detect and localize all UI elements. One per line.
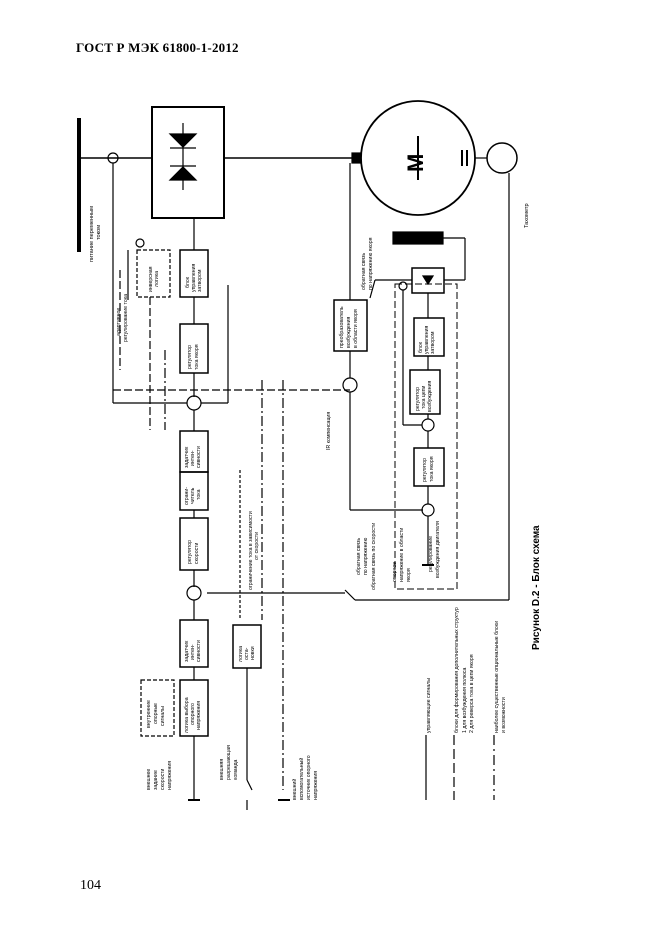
thyristor-icon — [168, 123, 198, 190]
field-coil — [392, 231, 444, 245]
current-reg-label-1: регулятор — [187, 345, 193, 369]
tachometer-icon — [486, 142, 518, 174]
limiter-label-2: читель — [190, 487, 196, 504]
mode-select-label-3: напряжения — [196, 701, 202, 730]
page-number: 104 — [80, 878, 101, 893]
field-gate-label-1: блок — [418, 341, 424, 353]
stop-logic-label-2: оста- — [244, 647, 250, 660]
summing-junction-field-2 — [421, 503, 435, 517]
legend-1-text: управляющие сигналы — [426, 678, 432, 733]
internal-ref-label-2: опорные — [153, 703, 159, 724]
summing-junction-1 — [186, 395, 202, 411]
field-gate-block — [413, 317, 445, 357]
field-reg-label-1: регулирование — [428, 536, 434, 572]
ext-ref-label-2: задание — [153, 770, 159, 790]
voltage-fb-label-1: обратная связь — [356, 538, 362, 575]
limiter-label-1: ограни- — [184, 487, 190, 505]
ext-ref-label-3: скорости — [160, 768, 166, 790]
field-conv-label-1: преобразователь — [339, 306, 345, 348]
ext-enable-label-2: разрешающая — [226, 745, 232, 780]
field-weak-ref-label-1: опорное — [392, 562, 398, 582]
current-reg-label-2: тока якоря — [194, 344, 200, 370]
legend-2-text-3: 2 для реверса тока в цепи якоря — [469, 654, 475, 733]
tachometer-label: Тахометр — [524, 203, 530, 228]
ext-aux-label-4: напряжения — [313, 771, 319, 800]
ext-aux-label-2: вспомогательный — [298, 758, 305, 800]
field-gate-label-3: затвором — [430, 331, 436, 354]
mode-select-label-1: логика выбора — [184, 697, 190, 733]
ramp2-label-3: сивности — [196, 640, 202, 662]
ext-ref-label-1: внешнее — [146, 769, 152, 790]
field-i-reg-label-2: тока цепи — [421, 385, 427, 409]
field-current-reg-label-2: тока якоря — [429, 456, 435, 482]
ramp1-label-1: задатчик — [184, 446, 190, 468]
field-i-reg-label-3: возбуждения — [427, 381, 433, 412]
gate-block-label-1: блок — [185, 276, 191, 288]
supply-label-1: питание переменным — [89, 206, 95, 262]
internal-ref-label-1: внутренние — [146, 700, 152, 728]
adaptive-label-2: регулирование тока — [123, 294, 129, 342]
stop-logic-label-3: новки — [250, 646, 256, 660]
ramp2-label-2: интен- — [190, 644, 196, 660]
field-reg-label-2: возбуждения двигателя — [435, 521, 441, 578]
inverse-logic-block — [136, 249, 171, 298]
field-current-regulator-block — [409, 369, 441, 415]
current-limit-dep-label-2: от скорости — [254, 532, 260, 560]
inverse-logic-label-2: логика — [154, 271, 160, 287]
field-current-reg-label-1: регулятор — [422, 458, 428, 482]
motor-label: M — [403, 154, 428, 172]
arm-voltage-fb-label-2: по напряжению якоря — [368, 237, 374, 290]
ramp2-label-1: задатчик — [184, 640, 190, 662]
limiter-label-3: тока — [196, 489, 202, 500]
legend-2-text-1: блоки для формирования дополнительных ст… — [454, 607, 460, 733]
ir-comp-label: IR компенсация — [326, 412, 332, 450]
summing-junction-field-1 — [421, 418, 435, 432]
stop-logic-label-1: логика — [238, 646, 244, 662]
ramp1-label-3: сивности — [196, 446, 202, 468]
speed-reg-label-2: скорости — [194, 542, 200, 564]
speed-reg-label-1: регулятор — [187, 540, 193, 564]
supply-label-2: током — [96, 225, 102, 240]
ext-aux-label-1: внешний — [291, 779, 298, 800]
legend-3-text-1: наиболее существенные опциональные блоки — [494, 621, 500, 733]
field-conv-label-3: в области якоря — [353, 309, 359, 348]
mode-select-label-2: опорного — [190, 703, 196, 725]
field-regulator-block — [413, 447, 445, 487]
field-i-reg-label-1: регулятор — [415, 387, 421, 411]
ext-enable-label-3: команда — [233, 759, 239, 780]
field-weak-ref-label-3: якоря — [406, 568, 412, 582]
ext-aux-label-3: источник опорного — [306, 755, 312, 800]
thyristor-bridge — [151, 106, 225, 219]
ext-enable-label-1: внешняя — [219, 759, 225, 780]
internal-ref-label-3: сигналы — [160, 706, 166, 726]
ext-ref-label-4: напряжения — [167, 761, 173, 790]
document-header: ГОСТ Р МЭК 61800-1-2012 — [76, 40, 239, 55]
figure-caption: Рисунок D.2 - Блок схема — [531, 525, 542, 650]
field-weak-ref-label-2: напряжение в области — [399, 528, 405, 582]
field-gate-label-2: управления — [424, 326, 430, 354]
gate-block-label-3: затвором — [197, 269, 203, 292]
speed-fb-label: обратная связь по скорости — [371, 523, 377, 590]
legend-3-text-2: и возможности — [501, 697, 507, 733]
field-conv-label-2: возбуждения — [346, 317, 352, 348]
current-limit-dep-label-1: ограничение тока в зависимости — [248, 511, 254, 590]
adaptive-label-1: адаптивное — [116, 308, 122, 336]
gate-block-label-2: управления — [191, 264, 197, 292]
arm-voltage-fb-label-1: обратная связь — [361, 253, 367, 290]
inverse-logic-label-1: инверсная — [148, 266, 154, 292]
legend-2-text-2: 1 для возбуждения полюса — [462, 668, 468, 733]
voltage-fb-label-2: по напряжению — [363, 538, 369, 575]
internal-ref-block — [140, 679, 175, 737]
ramp1-label-2: интен- — [190, 450, 196, 466]
summing-junction-2 — [186, 585, 202, 601]
